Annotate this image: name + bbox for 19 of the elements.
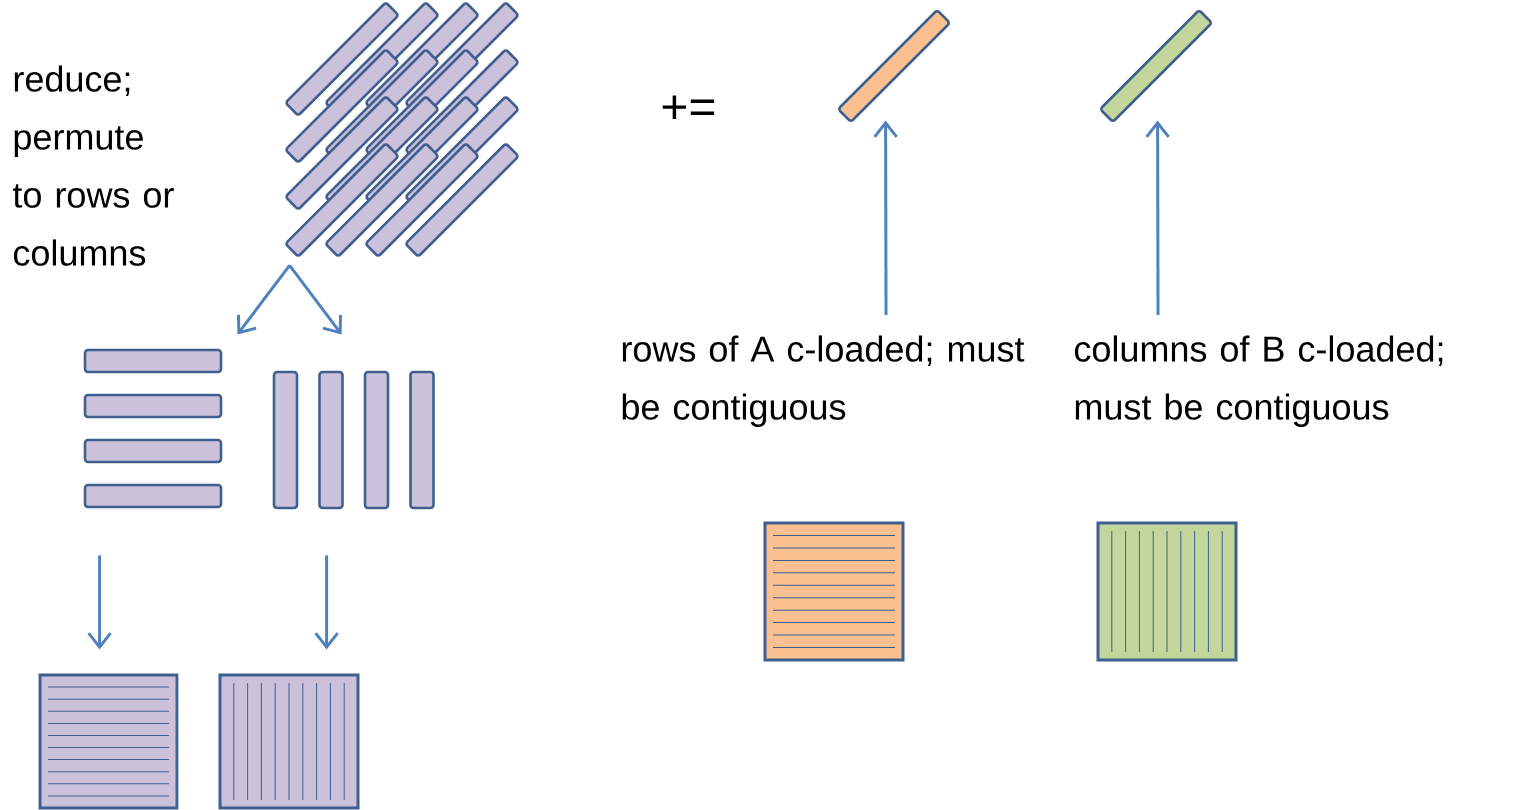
diagonal-bar	[838, 10, 950, 122]
arrow	[1145, 120, 1170, 315]
arrow	[87, 555, 112, 650]
matrix-square	[763, 521, 905, 662]
operator-symbol: +=	[662, 95, 715, 119]
matrix-square	[218, 673, 360, 810]
row-bars-drawing	[83, 348, 223, 509]
diagonal-bar	[1100, 10, 1212, 122]
note-text: reduce; permute to rows or columns	[12, 65, 174, 266]
matrix-square	[38, 673, 179, 810]
caption-text: rows of A c-loaded; must be contiguous	[622, 335, 1025, 427]
caption-text: columns of B c-loaded; must be contiguous	[1074, 335, 1443, 427]
arrow	[288, 264, 343, 335]
bar-stack-drawing	[285, 2, 519, 257]
arrow	[873, 120, 898, 315]
column-bars-drawing	[272, 370, 435, 510]
arrow	[314, 555, 339, 650]
arrow	[237, 264, 291, 335]
matrix-square	[1096, 521, 1238, 662]
